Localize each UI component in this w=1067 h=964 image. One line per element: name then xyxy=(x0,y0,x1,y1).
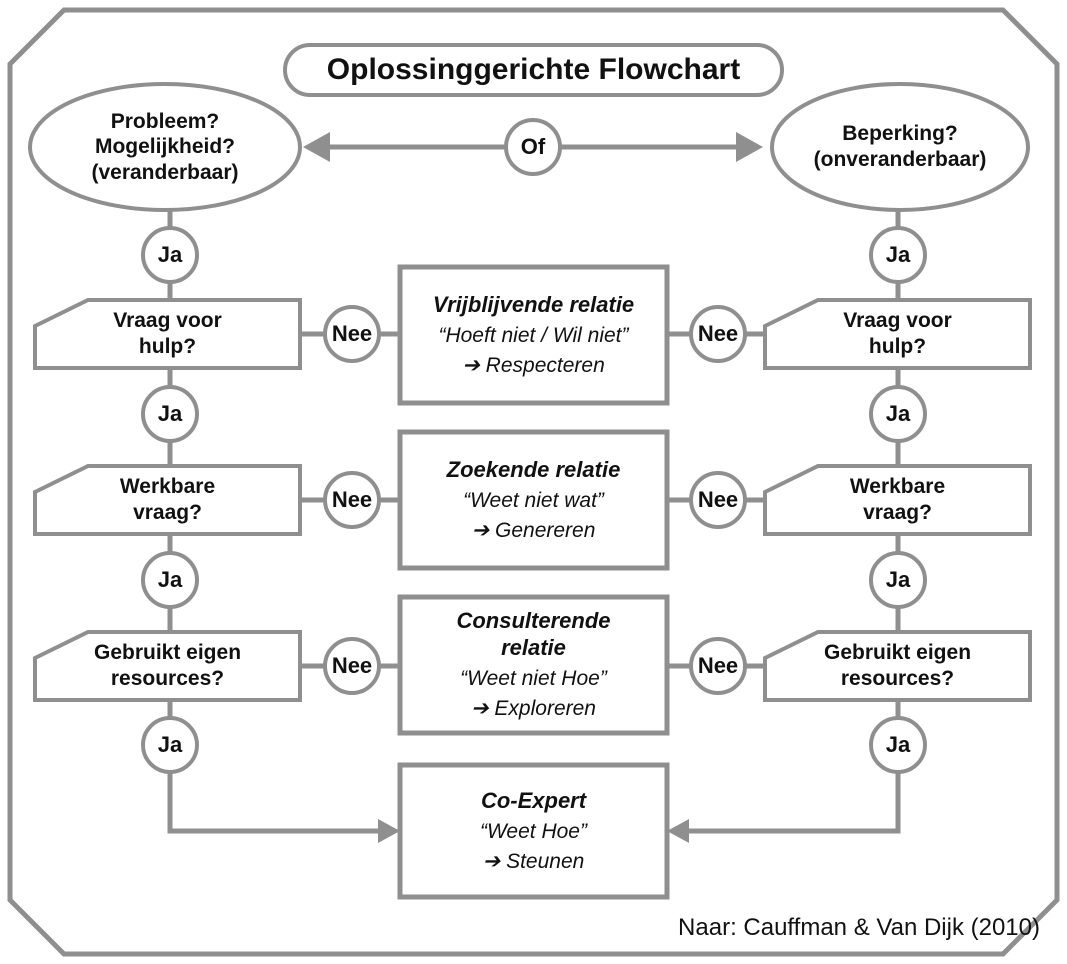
or-circle-shape xyxy=(504,118,562,176)
nee-label-right-2: Nee xyxy=(697,486,739,512)
left-card-2 xyxy=(33,464,302,536)
or-label: Of xyxy=(520,133,546,159)
center-box-4-title: Co-Expert xyxy=(480,787,587,813)
ja-circle-left-1 xyxy=(141,226,199,284)
outer-border xyxy=(7,7,1060,957)
nee-circle-right-1 xyxy=(689,305,747,363)
right-oval-shape xyxy=(770,82,1030,212)
ja-circle-right-3 xyxy=(869,551,927,609)
center-box-1-action: ➔ Respecteren xyxy=(462,354,605,378)
left-card-3 xyxy=(33,630,302,702)
nee-circle-left-1 xyxy=(323,305,381,363)
ja-circle-right-1 xyxy=(869,226,927,284)
center-box-3: Consulterende relatie “Weet niet Hoe” ➔ … xyxy=(400,597,667,733)
center-box-2-shape xyxy=(397,429,670,571)
title-pill-shape xyxy=(283,43,784,97)
diagram-title: Oplossinggerichte Flowchart xyxy=(326,52,741,86)
nee-label-left-3: Nee xyxy=(331,652,373,678)
nee-label-right-1: Nee xyxy=(697,320,739,346)
ja-label-left-4: Ja xyxy=(157,731,183,757)
ja-label-right-4: Ja xyxy=(885,731,911,757)
center-box-3-title: Consulterende relatie xyxy=(456,608,611,660)
left-oval-shape xyxy=(28,82,302,212)
nee-label-left-2: Nee xyxy=(331,486,373,512)
ja-label-left-2: Ja xyxy=(157,400,183,426)
right-arrowhead xyxy=(667,819,689,843)
right-oval-label: Beperking? (onveranderbaar) xyxy=(813,122,987,171)
left-arrowhead xyxy=(378,819,400,843)
left-oval-label: Probleem? Mogelijkheid? (veranderbaar) xyxy=(91,109,239,184)
or-arrowhead-right xyxy=(736,132,763,162)
center-box-1-shape xyxy=(397,264,670,406)
ja-circle-left-4 xyxy=(141,716,199,774)
left-card-1 xyxy=(33,298,302,370)
ja-label-left-3: Ja xyxy=(157,566,183,592)
center-box-2-quote: “Weet niet wat” xyxy=(463,489,604,512)
ja-label-right-1: Ja xyxy=(885,241,911,267)
nee-circle-left-2 xyxy=(323,471,381,529)
credit-text: Naar: Cauffman & Van Dijk (2010) xyxy=(678,914,1040,941)
ja-circle-left-3 xyxy=(141,551,199,609)
center-box-1-title: Vrijblijvende relatie xyxy=(432,291,635,317)
nee-label-right-3: Nee xyxy=(697,652,739,678)
center-box-1-quote: “Hoeft niet / Wil niet” xyxy=(438,324,629,347)
nee-label-left-1: Nee xyxy=(331,320,373,346)
center-box-2-action: ➔ Genereren xyxy=(471,519,596,543)
ja-circle-right-4 xyxy=(869,716,927,774)
ja-label-right-2: Ja xyxy=(885,400,911,426)
center-box-1: Vrijblijvende relatie “Hoeft niet / Wil … xyxy=(400,267,667,403)
center-box-4-shape xyxy=(397,762,670,900)
nee-circle-right-2 xyxy=(689,471,747,529)
ja-label-right-3: Ja xyxy=(885,566,911,592)
center-box-4-quote: “Weet Hoe” xyxy=(480,820,587,843)
right-card-label-3: Gebruikt eigen resources? xyxy=(823,641,972,690)
right-card-label-2: Werkbare vraag? xyxy=(849,475,946,524)
left-card-label-1: Vraag voor hulp? xyxy=(113,309,222,358)
ja-circle-right-2 xyxy=(869,385,927,443)
center-box-2-title: Zoekende relatie xyxy=(446,456,621,482)
right-card-label-1: Vraag voor hulp? xyxy=(843,309,952,358)
center-box-2: Zoekende relatie “Weet niet wat” ➔ Gener… xyxy=(400,432,667,568)
right-card-2 xyxy=(763,464,1032,536)
left-card-label-3: Gebruikt eigen resources? xyxy=(93,641,242,690)
left-card-label-2: Werkbare vraag? xyxy=(119,475,216,524)
ja-label-left-1: Ja xyxy=(157,241,183,267)
center-box-4: Co-Expert “Weet Hoe” ➔ Steunen xyxy=(400,765,667,897)
right-card-3 xyxy=(763,630,1032,702)
nee-circle-left-3 xyxy=(323,637,381,695)
center-box-3-shape xyxy=(397,594,670,736)
center-box-3-action: ➔ Exploreren xyxy=(471,697,596,721)
center-box-3-quote: “Weet niet Hoe” xyxy=(460,667,607,691)
or-arrowhead-left xyxy=(303,132,330,162)
nee-circle-right-3 xyxy=(689,637,747,695)
right-card-1 xyxy=(763,298,1032,370)
center-box-4-action: ➔ Steunen xyxy=(482,850,585,874)
ja-circle-left-2 xyxy=(141,385,199,443)
